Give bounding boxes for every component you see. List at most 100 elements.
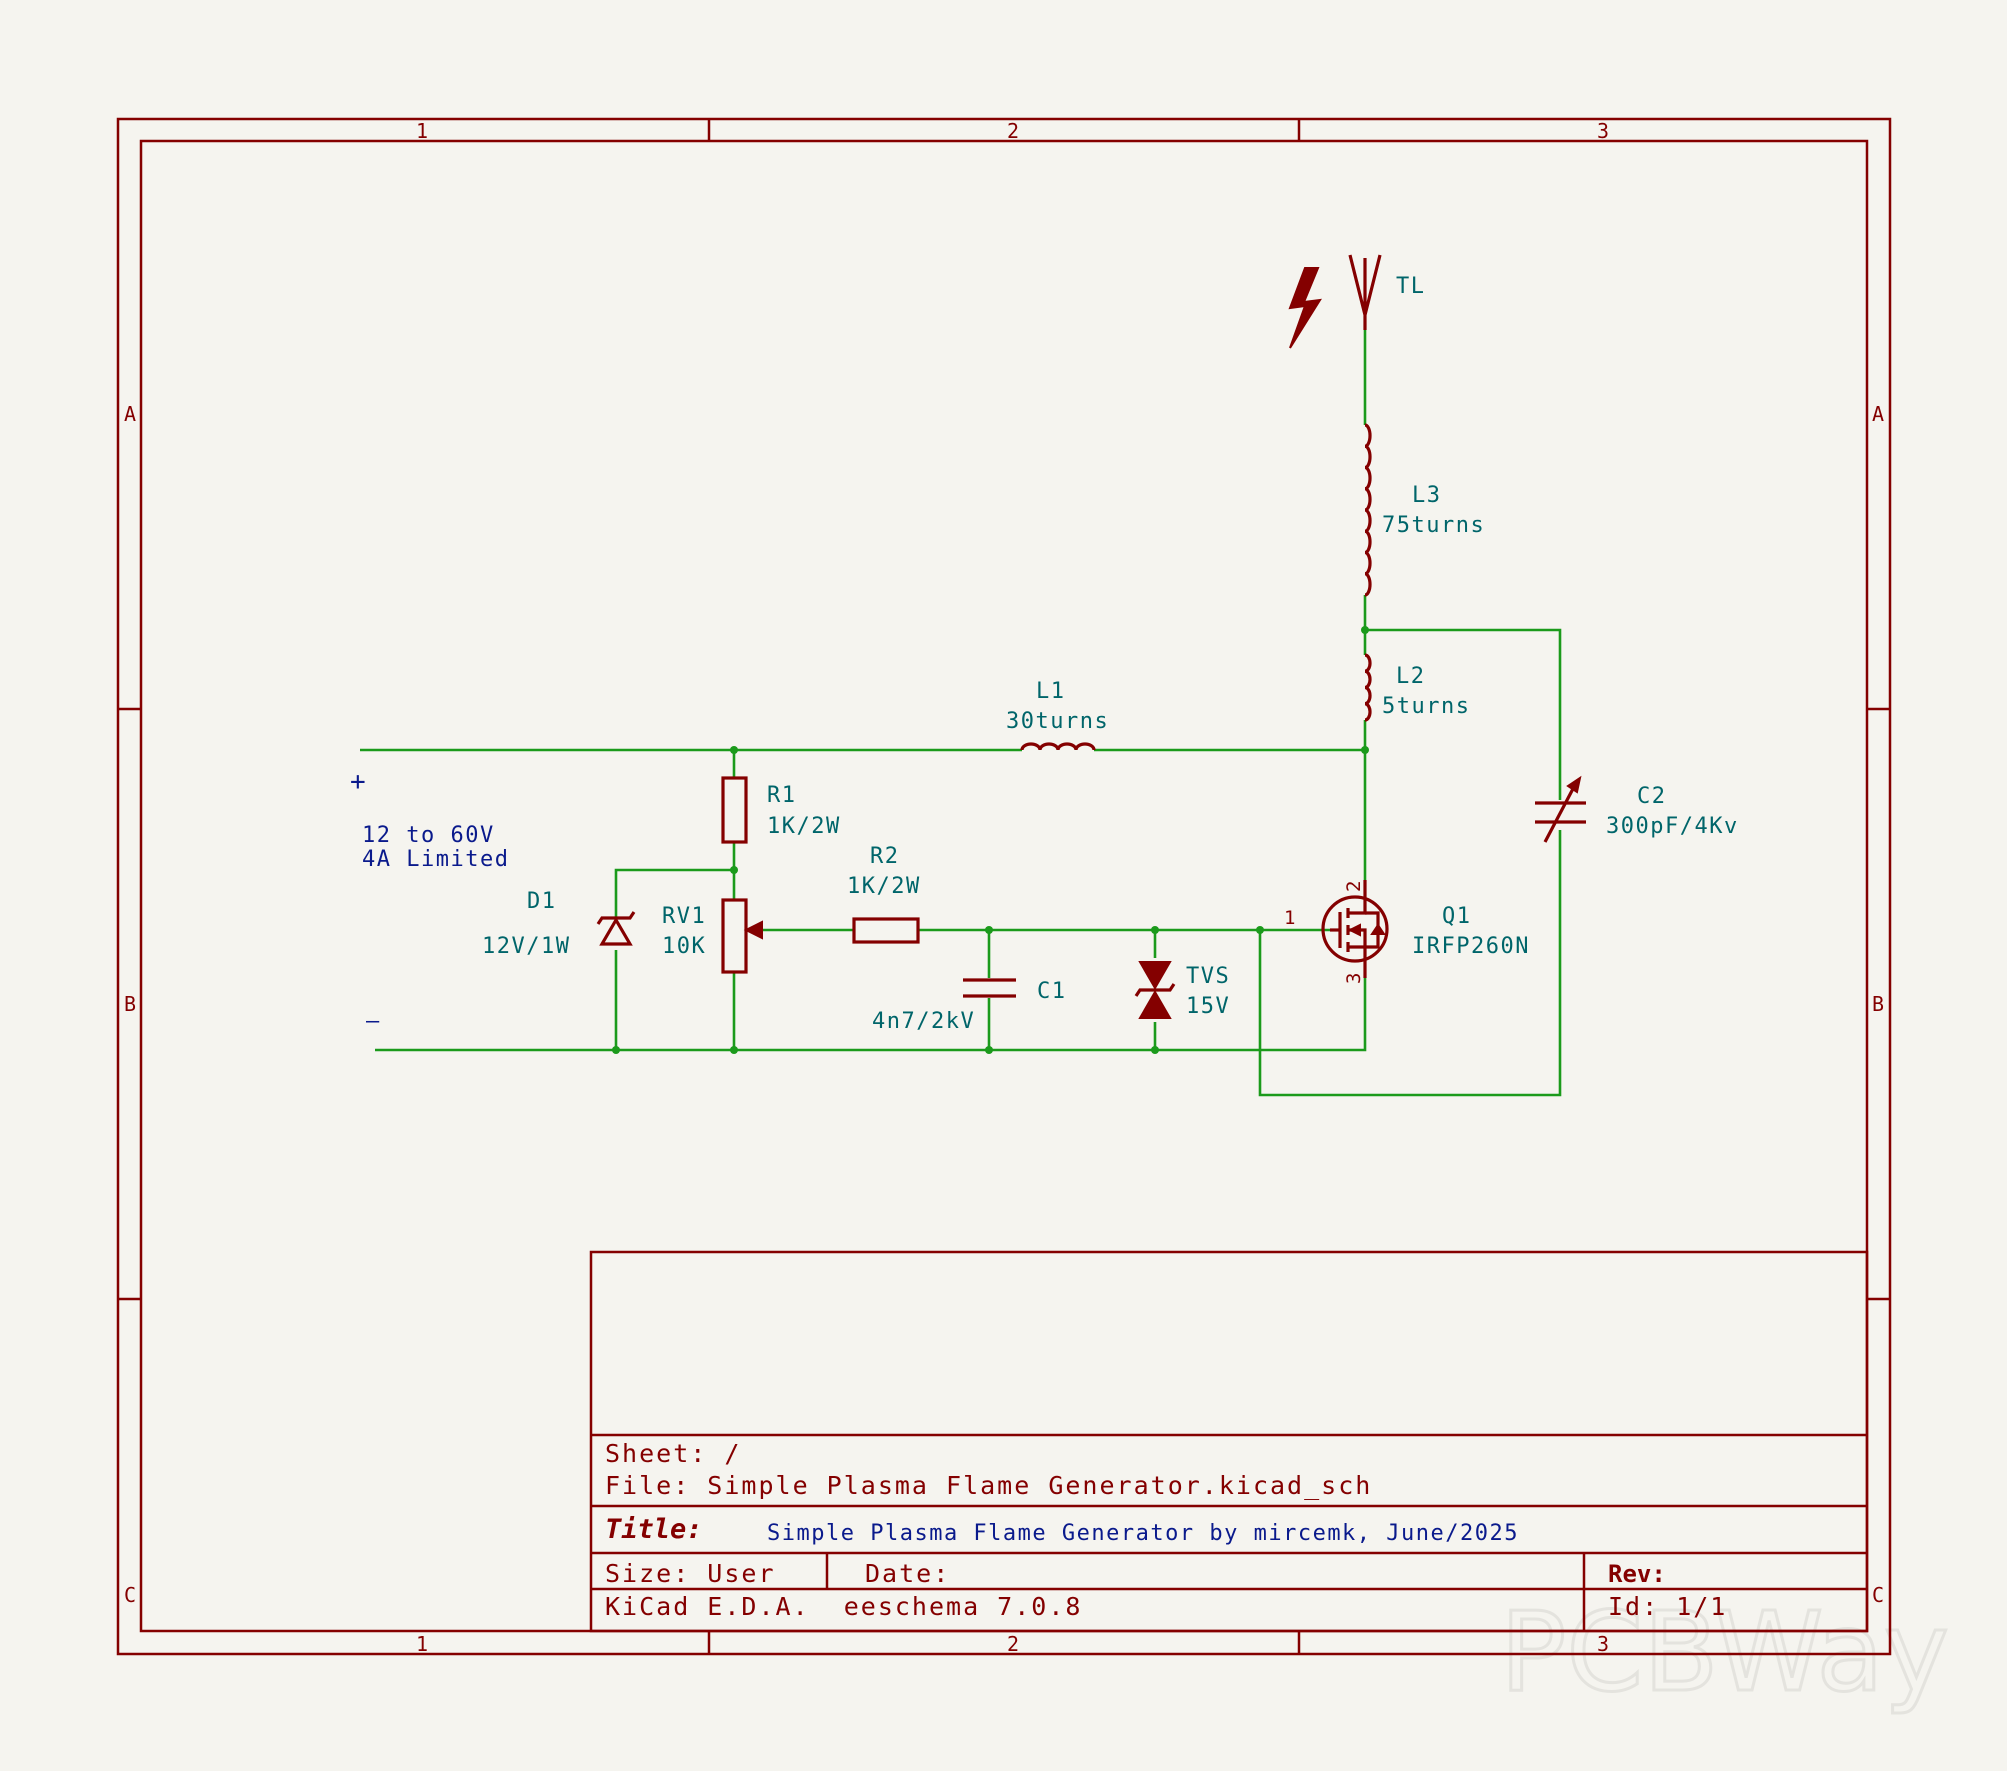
- l2-value: 5turns: [1382, 694, 1470, 719]
- title-value: Simple Plasma Flame Generator by mircemk…: [767, 1521, 1519, 1546]
- tvs-diode-bar: [1134, 983, 1176, 997]
- sheet-label: Sheet: /: [605, 1439, 741, 1468]
- q1-value: IRFP260N: [1412, 934, 1530, 959]
- junction-dot: [1361, 746, 1369, 754]
- variable-capacitor-c2[interactable]: C2 300pF/4Kv: [1535, 775, 1739, 843]
- d1-ref: D1: [527, 889, 557, 914]
- date-label: Date:: [865, 1559, 950, 1588]
- title-block: Sheet: / File: Simple Plasma Flame Gener…: [589, 1250, 1869, 1633]
- title-label: Title:: [605, 1514, 703, 1545]
- tool-label: KiCad E.D.A. eeschema 7.0.8: [605, 1592, 1082, 1621]
- junction-dot: [985, 926, 993, 934]
- rv1-ref: RV1: [662, 904, 706, 929]
- resistor-r1[interactable]: R1 1K/2W: [721, 776, 841, 844]
- r2-ref: R2: [870, 844, 900, 869]
- r1-ref: R1: [767, 783, 797, 808]
- inductor-l1-coil: [1020, 742, 1096, 751]
- tvs-diode-triangle-top: [1138, 961, 1172, 991]
- c1-value: 4n7/2kV: [872, 1009, 975, 1034]
- junction-dot: [730, 866, 738, 874]
- row-label-c: C: [124, 1583, 136, 1607]
- l1-ref: L1: [1036, 679, 1066, 704]
- tvs-diode-triangle-bottom: [1138, 989, 1172, 1019]
- potentiometer-rv1[interactable]: RV1 10K: [662, 898, 763, 974]
- tvs-value: 15V: [1186, 994, 1230, 1019]
- column-label-3-bottom: 3: [1597, 1632, 1609, 1656]
- l3-value: 75turns: [1382, 513, 1485, 538]
- mosfet-body-diode-icon: [1370, 923, 1386, 935]
- lightning-bolt-icon: [1288, 267, 1322, 349]
- power-note-line1: 12 to 60V: [362, 823, 495, 848]
- inductor-l3-coil: [1364, 423, 1372, 597]
- row-label-c-right: C: [1872, 1583, 1884, 1607]
- junction-dot: [1256, 926, 1264, 934]
- l1-value: 30turns: [1006, 709, 1109, 734]
- zener-diode-d1-bar: [596, 911, 636, 925]
- mosfet-q1-circle: [1321, 895, 1389, 963]
- antenna-symbol: [1348, 254, 1382, 330]
- rv1-value: 10K: [662, 934, 706, 959]
- tvs-diode[interactable]: TVS 15V: [1134, 961, 1230, 1019]
- junction-dot: [985, 1046, 993, 1054]
- q1-ref: Q1: [1442, 904, 1472, 929]
- mosfet-arrow-icon: [1347, 923, 1361, 937]
- potentiometer-rv1-body: [721, 898, 748, 974]
- wiper-arrow-icon: [743, 920, 763, 940]
- watermark: PCBWay: [1500, 1588, 1949, 1716]
- q1-pin-source: 3: [1343, 973, 1365, 984]
- junction-dot: [1151, 926, 1159, 934]
- zener-diode-d1[interactable]: D1 12V/1W: [482, 889, 636, 959]
- column-label-1: 1: [416, 119, 428, 143]
- q1-pin-gate: 1: [1284, 907, 1295, 929]
- power-input: + 12 to 60V 4A Limited —: [350, 767, 509, 1034]
- l3-ref: L3: [1412, 483, 1442, 508]
- size-label: Size: User: [605, 1559, 776, 1588]
- minus-sign: —: [366, 1009, 381, 1034]
- q1-pin-drain: 2: [1343, 881, 1365, 892]
- file-label: File: Simple Plasma Flame Generator.kica…: [605, 1471, 1372, 1500]
- column-label-3: 3: [1597, 119, 1609, 143]
- junction-dot: [612, 1046, 620, 1054]
- capacitor-c2-trim-line: [1543, 782, 1578, 843]
- c1-ref: C1: [1037, 979, 1067, 1004]
- column-label-2-bottom: 2: [1007, 1632, 1019, 1656]
- inductor-l2-coil: [1364, 653, 1372, 722]
- antenna-tl[interactable]: TL: [1348, 254, 1426, 330]
- junction-dot: [730, 1046, 738, 1054]
- row-label-a: A: [124, 402, 136, 426]
- sheet-frame: [116, 117, 1892, 1656]
- junction-dot: [730, 746, 738, 754]
- column-label-2: 2: [1007, 119, 1019, 143]
- rev-label: Rev:: [1608, 1560, 1666, 1588]
- resistor-r1-body: [721, 776, 748, 844]
- mosfet-q1[interactable]: 1 2 3 Q1 IRFP260N: [1284, 880, 1530, 984]
- c2-ref: C2: [1637, 784, 1667, 809]
- inductor-l2[interactable]: L2 5turns: [1364, 653, 1470, 722]
- resistor-r2-body: [852, 917, 920, 944]
- column-label-1-bottom: 1: [416, 1632, 428, 1656]
- junction-dot: [1151, 1046, 1159, 1054]
- wires: [360, 330, 1562, 1097]
- junctions: [612, 626, 1369, 1054]
- l2-ref: L2: [1396, 664, 1426, 689]
- border-labels: 1 2 3 1 2 3 A B C A B C: [124, 119, 1884, 1656]
- d1-value: 12V/1W: [482, 934, 570, 959]
- power-note-line2: 4A Limited: [362, 847, 509, 872]
- id-label: Id: 1/1: [1608, 1592, 1727, 1621]
- tl-ref: TL: [1396, 274, 1426, 299]
- capacitor-c1[interactable]: C1 4n7/2kV: [872, 978, 1067, 1034]
- c2-value: 300pF/4Kv: [1606, 814, 1739, 839]
- plus-sign: +: [350, 767, 367, 797]
- trim-arrow-icon: [1566, 775, 1582, 794]
- junction-dot: [1361, 626, 1369, 634]
- inductor-l3[interactable]: L3 75turns: [1364, 423, 1485, 597]
- resistor-r2[interactable]: R2 1K/2W: [847, 844, 921, 944]
- tvs-ref: TVS: [1186, 964, 1230, 989]
- inductor-l1[interactable]: L1 30turns: [1006, 679, 1109, 751]
- r1-value: 1K/2W: [767, 814, 841, 839]
- row-label-b: B: [124, 992, 136, 1016]
- row-label-a-right: A: [1872, 402, 1884, 426]
- row-label-b-right: B: [1872, 992, 1884, 1016]
- r2-value: 1K/2W: [847, 874, 921, 899]
